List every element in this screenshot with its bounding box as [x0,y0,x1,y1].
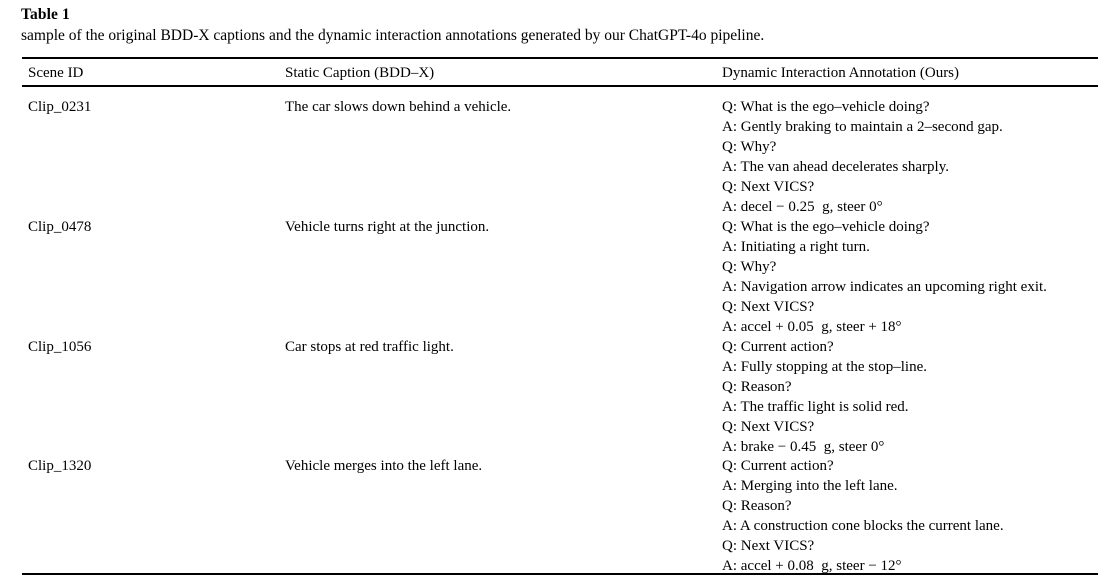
cell-scene-id: Clip_1056 [28,339,92,355]
qa-line: Q: Next VICS? [722,179,815,195]
qa-line: Q: Current action? [722,458,834,474]
table-caption-block: Table 1 sample of the original BDD-X cap… [21,5,1099,46]
cell-static-caption: Vehicle turns right at the junction. [285,219,490,235]
table-header-row: Scene ID Static Caption (BDD–X) Dynamic … [0,63,1110,85]
qa-line: A: accel + 0.08 g, steer − 12° [722,558,902,574]
qa-line: A: brake − 0.45 g, steer 0° [722,439,885,455]
qa-line: Q: Why? [722,259,777,275]
qa-line: A: The van ahead decelerates sharply. [722,159,949,175]
qa-line: A: Gently braking to maintain a 2–second… [722,119,1003,135]
column-header-scene-id: Scene ID [28,65,84,81]
qa-line: Q: Next VICS? [722,299,815,315]
cell-dynamic-annotation: Q: What is the ego–vehicle doing? A: Ini… [722,217,1102,337]
qa-line: Q: Why? [722,139,777,155]
cell-static-caption: Vehicle merges into the left lane. [285,458,483,474]
qa-line: Q: Current action? [722,339,834,355]
qa-line: Q: Reason? [722,379,792,395]
qa-line: A: Fully stopping at the stop–line. [722,359,927,375]
table-bottom-rule [22,573,1098,576]
table-header-rule [22,85,1098,88]
qa-line: Q: What is the ego–vehicle doing? [722,99,930,115]
qa-line: A: Merging into the left lane. [722,478,898,494]
qa-line: A: A construction cone blocks the curren… [722,518,1004,534]
qa-line: Q: Next VICS? [722,538,815,554]
qa-line: A: Initiating a right turn. [722,239,870,255]
cell-dynamic-annotation: Q: Current action? A: Fully stopping at … [722,337,1102,457]
cell-dynamic-annotation: Q: What is the ego–vehicle doing? A: Gen… [722,97,1102,217]
table-top-rule [22,57,1098,60]
table-number-label: Table 1 [21,6,70,23]
cell-static-caption: Car stops at red traffic light. [285,339,454,355]
qa-line: Q: What is the ego–vehicle doing? [722,219,930,235]
cell-scene-id: Clip_1320 [28,458,92,474]
qa-line: A: decel − 0.25 g, steer 0° [722,199,883,215]
cell-static-caption: The car slows down behind a vehicle. [285,99,512,115]
qa-line: A: accel + 0.05 g, steer + 18° [722,319,902,335]
qa-line: Q: Next VICS? [722,419,815,435]
column-header-dynamic-annotation: Dynamic Interaction Annotation (Ours) [722,65,960,81]
column-header-static-caption: Static Caption (BDD–X) [285,65,435,81]
table-caption-text: sample of the original BDD-X captions an… [21,27,765,44]
qa-line: Q: Reason? [722,498,792,514]
qa-line: A: Navigation arrow indicates an upcomin… [722,279,1047,295]
cell-scene-id: Clip_0231 [28,99,92,115]
qa-line: A: The traffic light is solid red. [722,399,909,415]
cell-dynamic-annotation: Q: Current action? A: Merging into the l… [722,456,1102,576]
cell-scene-id: Clip_0478 [28,219,92,235]
